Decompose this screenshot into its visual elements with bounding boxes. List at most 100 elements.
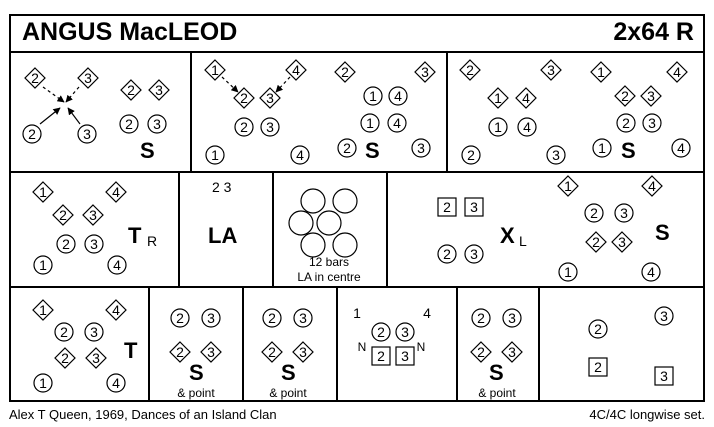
track-line	[275, 76, 291, 93]
dancer-man-label: 1	[39, 257, 47, 273]
col-divider-r3-5	[538, 287, 540, 402]
dancer-man-label: 3	[552, 147, 560, 163]
dancer-man-label: 3	[266, 119, 274, 135]
dancer-man	[371, 322, 391, 342]
setting-label-2: S	[365, 138, 380, 163]
setting-label-7: S	[489, 360, 504, 385]
dancer-woman	[585, 231, 607, 253]
dancer-woman	[641, 175, 663, 197]
dancer-woman-label: 2	[176, 344, 184, 360]
dancer-man	[546, 145, 566, 165]
dancer-man	[360, 113, 380, 133]
dancer-man-label: 3	[620, 205, 628, 221]
dancer-man-label: 2	[125, 116, 133, 132]
dancer-man	[201, 308, 221, 328]
dancer-man	[234, 117, 254, 137]
lead-all-ring	[316, 210, 342, 236]
dancer-man	[461, 145, 481, 165]
dancer-man	[471, 308, 491, 328]
twelve-bars-note: 12 bars	[309, 255, 349, 269]
dancer-man-label: 4	[112, 375, 120, 391]
dancer-woman-label: 2	[341, 64, 349, 80]
north-label-1: N	[358, 340, 367, 354]
col-divider-r2-2	[272, 172, 274, 287]
dancer-man-label: 3	[401, 324, 409, 340]
dancer-man	[588, 319, 608, 339]
col-divider-r3-3	[336, 287, 338, 402]
dancer-man-label: 2	[60, 324, 68, 340]
dancer-woman	[414, 61, 436, 83]
dancer-man-label: 4	[394, 88, 402, 104]
dancer-man-label: 1	[598, 140, 606, 156]
dancer-couple-label: 2	[443, 199, 451, 215]
dancer-man	[654, 306, 674, 326]
setting-label-3: S	[621, 138, 636, 163]
dancer-couple-label: 2	[594, 359, 602, 375]
dancer-man	[205, 145, 225, 165]
dancer-woman-label: 4	[112, 302, 120, 318]
and-point-2: & point	[269, 386, 307, 400]
dancer-woman-label: 2	[59, 207, 67, 223]
turn-right-label: T	[128, 223, 142, 248]
dancer-woman-label: 3	[547, 62, 555, 78]
dancer-woman	[261, 341, 283, 363]
dancer-woman	[540, 59, 562, 81]
dancer-man	[641, 262, 661, 282]
dancer-woman-label: 2	[127, 82, 135, 98]
dancer-woman-label: 3	[299, 344, 307, 360]
dancer-man-label: 1	[366, 115, 374, 131]
col-divider-r3-2	[242, 287, 244, 402]
dancer-woman	[334, 61, 356, 83]
dancer-couple	[437, 197, 457, 217]
dancer-woman	[259, 87, 281, 109]
dancer-woman-label: 2	[240, 90, 248, 106]
setting-label-6: S	[281, 360, 296, 385]
dancer-couple-label: 3	[401, 348, 409, 364]
dancer-woman-label: 1	[39, 184, 47, 200]
dancer-woman	[82, 204, 104, 226]
dancer-woman	[85, 347, 107, 369]
dancer-man	[107, 255, 127, 275]
dance-title: ANGUS MacLEOD	[22, 18, 238, 46]
col-divider-r1-2	[446, 52, 448, 172]
dancer-man	[437, 244, 457, 264]
dancer-man-label: 2	[28, 126, 36, 142]
dancer-couple-label: 2	[377, 348, 385, 364]
dancer-man-label: 3	[83, 126, 91, 142]
lead-all-label: LA	[208, 223, 237, 248]
dancer-man	[33, 373, 53, 393]
dancer-woman-label: 4	[292, 62, 300, 78]
dancer-woman	[285, 59, 307, 81]
dancer-woman	[32, 181, 54, 203]
lead-all-ring	[300, 232, 326, 258]
dancer-man	[106, 373, 126, 393]
dancer-woman-label: 3	[647, 88, 655, 104]
dancer-woman	[470, 341, 492, 363]
dancer-couple-label: 3	[470, 199, 478, 215]
turn-right-sub: R	[147, 233, 157, 249]
set-type: 4C/4C longwise set.	[589, 407, 705, 422]
dancer-man-label: 1	[369, 88, 377, 104]
dancer-man	[337, 138, 357, 158]
dancer-man	[363, 86, 383, 106]
dancer-man	[119, 114, 139, 134]
dancer-man-label: 4	[393, 115, 401, 131]
dancer-man-label: 4	[296, 147, 304, 163]
col-divider-r2-1	[178, 172, 180, 287]
col-divider-r3-1	[148, 287, 150, 402]
cross-sub: L	[519, 233, 527, 249]
dancer-woman-label: 3	[421, 64, 429, 80]
dancer-man	[387, 113, 407, 133]
dancer-man-label: 2	[594, 321, 602, 337]
dancer-man	[33, 255, 53, 275]
dancer-man-label: 1	[39, 375, 47, 391]
dancer-woman	[292, 341, 314, 363]
dancer-man-label: 4	[647, 264, 655, 280]
dancer-man	[502, 308, 522, 328]
track-line	[42, 86, 65, 103]
dancer-man	[388, 86, 408, 106]
dancer-woman	[611, 231, 633, 253]
dancer-man-label: 2	[443, 246, 451, 262]
dancer-man-label: 3	[648, 115, 656, 131]
lead-all-ring	[300, 188, 326, 214]
